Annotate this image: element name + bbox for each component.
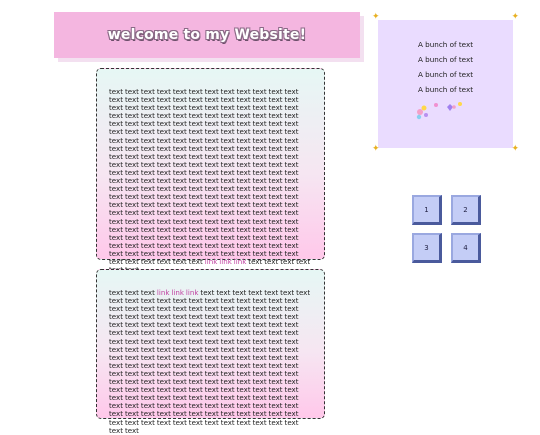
- post-text-line: text text text text text text text text …: [109, 360, 299, 378]
- content-post-2: text text text link link link text text …: [96, 269, 325, 434]
- post-text-line: text text text text text text text text …: [109, 111, 299, 129]
- post-text-line: text text text text text text text text …: [109, 119, 299, 137]
- post-text-line: text text text: [109, 288, 155, 297]
- sidebar-text-line: A bunch of text: [417, 85, 474, 94]
- post-text-line: text text text text text text text text …: [109, 320, 299, 338]
- nav-button-4[interactable]: 4: [451, 233, 481, 263]
- content-post-1: text text text text text text text text …: [96, 68, 325, 274]
- sidebar-text-line: A bunch of text: [417, 55, 474, 64]
- post-text-line: text text text text text text text text …: [109, 127, 299, 145]
- post-text-line: text text text text text text text text …: [109, 288, 311, 306]
- heart-icon: [447, 104, 453, 111]
- flower-sparkle-icon: [416, 102, 462, 120]
- post-text-line: text text text text text text text text …: [109, 385, 299, 403]
- post-text-line: text text text text text text text text …: [109, 176, 299, 194]
- post-text-line: text text text text text text text text …: [109, 304, 299, 322]
- post-text-line: text text text text text text text text …: [109, 336, 299, 354]
- post-text-line: text text text text text text text text …: [109, 208, 299, 226]
- site-banner: welcome to my Website!: [54, 12, 360, 58]
- post-text-line: text text text text text text text text …: [109, 312, 299, 330]
- post-text-line: text text text text text text text text …: [109, 240, 299, 258]
- post-text-line: text text text text text text text text …: [109, 417, 299, 435]
- post-text-line: text text text text text text text text …: [109, 328, 299, 346]
- nav-button-3[interactable]: 3: [412, 233, 442, 263]
- nav-button-1[interactable]: 1: [412, 195, 442, 225]
- post-text-line: text text text text text text text text …: [109, 167, 299, 186]
- star-corner-icon: ✦: [372, 144, 380, 154]
- sidebar-text: A bunch of text A bunch of text A bunch …: [378, 37, 513, 97]
- sidebar-text-line: A bunch of text: [417, 40, 474, 49]
- star-corner-icon: ✦: [511, 12, 519, 22]
- post-link[interactable]: link: [233, 256, 247, 266]
- post-text-line: text text text text text text: [200, 288, 295, 297]
- sidebar-box: ✦ ✦ ✦ ✦ A bunch of text A bunch of text …: [372, 13, 519, 154]
- post-text-line: text text text text text text text text …: [109, 200, 299, 218]
- post-text-line: text text text text text text text text …: [109, 151, 299, 169]
- nav-button-2[interactable]: 2: [451, 195, 481, 225]
- post-text-line: text text text text text text text text …: [109, 377, 299, 395]
- post-text-line: text text text text text text text text …: [109, 216, 299, 234]
- post-link[interactable]: link link link: [156, 288, 199, 297]
- post-text-line: text text text text text text text text …: [109, 368, 299, 387]
- post-text-line: text text text text text text text text …: [109, 143, 299, 161]
- star-corner-icon: ✦: [511, 144, 519, 154]
- post-text-line: text text text text text text text text …: [109, 135, 299, 153]
- post-text-line: text text text text text text text text …: [109, 224, 299, 242]
- site-title: welcome to my Website!: [107, 27, 307, 43]
- post-text-line: text text text text text text text text …: [109, 248, 299, 266]
- star-corner-icon: ✦: [372, 12, 380, 22]
- post-text-line: text text text text text text text text …: [109, 103, 299, 121]
- post-text-line: text text text text text text text text …: [109, 159, 299, 177]
- post-text-line: text text text text text text text text …: [109, 344, 299, 362]
- post-text-line: text text text text text text text text …: [109, 192, 299, 210]
- post-text-line: text text text text text text text text …: [109, 87, 299, 105]
- post-text-line: text text text text text text text text …: [109, 95, 299, 113]
- post-link[interactable]: link link: [204, 256, 232, 266]
- post-text-line: text text text text text text text text …: [109, 232, 299, 250]
- sidebar-text-line: A bunch of text: [417, 70, 474, 79]
- post-text-line: text text text text text text text text …: [109, 352, 299, 370]
